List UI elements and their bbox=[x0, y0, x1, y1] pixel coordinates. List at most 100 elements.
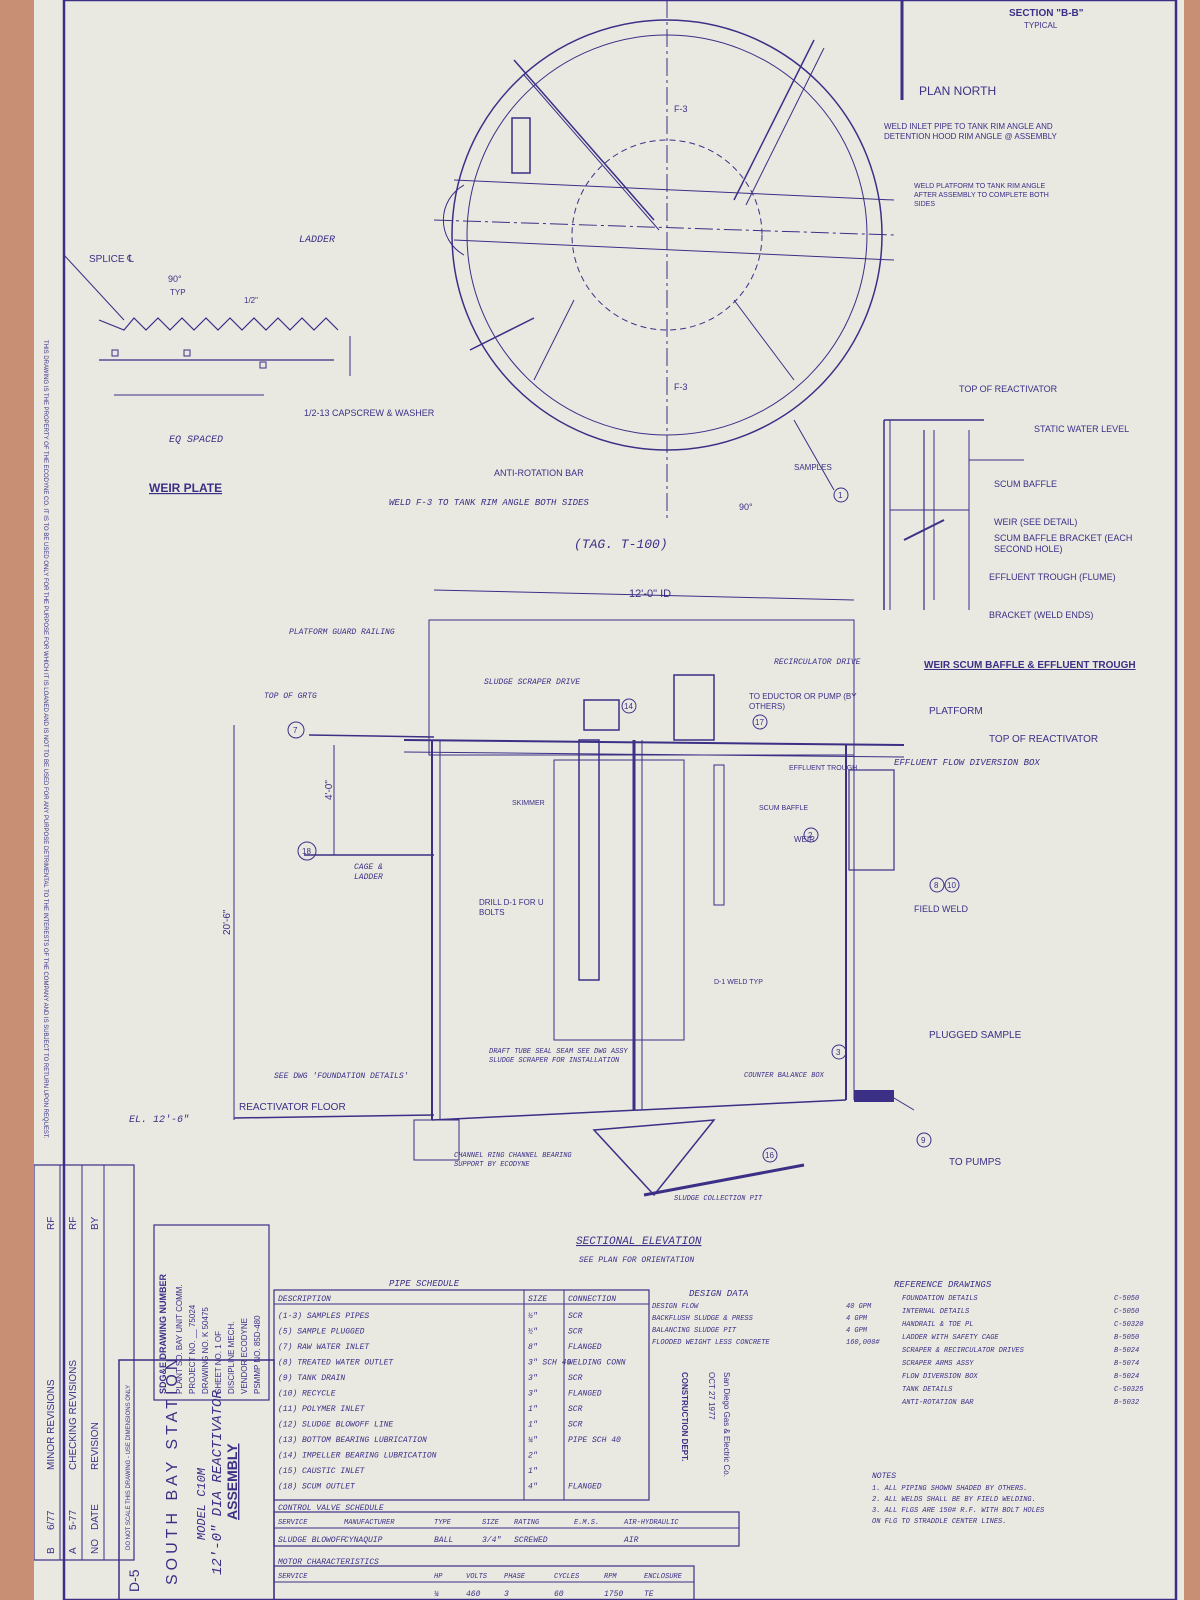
section-title: SECTION "B-B" bbox=[1009, 8, 1084, 19]
to-eductor-label: TO EDUCTOR OR PUMP (BY OTHERS) bbox=[749, 692, 857, 711]
motor-table bbox=[273, 1565, 695, 1600]
motor-header: RPM bbox=[604, 1573, 617, 1581]
design-row-label: FLOODED WEIGHT LESS CONCRETE bbox=[652, 1339, 770, 1347]
title-block: ASSEMBLY 12'-0" DIA REACTIVATOR MODEL C1… bbox=[118, 1355, 275, 1600]
drill-label: DRILL D-1 FOR U BOLTS bbox=[479, 898, 544, 917]
revision-by: BY bbox=[90, 1216, 101, 1230]
pipe-row-size: ½" bbox=[528, 1312, 538, 1321]
note-line: ON FLG TO STRADDLE CENTER LINES. bbox=[872, 1518, 1006, 1526]
drawing-number: D-5 bbox=[126, 1569, 142, 1592]
reference-row-name: TANK DETAILS bbox=[902, 1386, 953, 1394]
valve-header: TYPE bbox=[434, 1519, 452, 1527]
pipe-row-size: 1" bbox=[528, 1467, 538, 1476]
detail-label-5: SCUM BAFFLE BRACKET (EACH SECOND HOLE) bbox=[994, 533, 1133, 554]
title-line-3: MODEL C10M bbox=[195, 1467, 209, 1540]
pipe-header-size: SIZE bbox=[528, 1295, 547, 1304]
sdge-box: SDG&E DRAWING NUMBER PLANT SO. BAY UNIT … bbox=[153, 1224, 270, 1401]
notes-title: NOTES bbox=[872, 1472, 896, 1481]
motor-header: PHASE bbox=[504, 1573, 526, 1581]
counter-balance-box: COUNTER BALANCE BOX bbox=[744, 1072, 824, 1080]
sectional-elevation bbox=[233, 589, 915, 1197]
capscrew-label: 1/2-13 CAPSCREW & WASHER bbox=[304, 408, 435, 418]
detail-label-7: BRACKET (WELD ENDS) bbox=[989, 610, 1093, 620]
to-eductor-box: TO EDUCTOR OR PUMP (BY OTHERS) bbox=[749, 692, 857, 711]
pipe-row-conn: SCR bbox=[568, 1405, 583, 1414]
valve-title: CONTROL VALVE SCHEDULE bbox=[278, 1504, 384, 1513]
dim-20ft: 20'-6" bbox=[222, 909, 233, 935]
weir-plate-title: WEIR PLATE bbox=[149, 481, 222, 495]
callout-3: 3 bbox=[836, 1048, 841, 1057]
design-row-value: 4 GPM bbox=[846, 1327, 868, 1335]
detail-label-2: STATIC WATER LEVEL bbox=[1034, 424, 1129, 434]
valve-cell: AIR bbox=[623, 1536, 639, 1545]
channel-ring-label: CHANNEL RING CHANNEL BEARING SUPPORT BY … bbox=[454, 1152, 572, 1169]
valve-header: SERVICE bbox=[278, 1519, 308, 1527]
weir-label: WEIR bbox=[794, 835, 815, 844]
note-line: 2. ALL WELDS SHALL BE BY FIELD WELDING. bbox=[872, 1496, 1036, 1504]
well-inlet-note-box: WELD INLET PIPE TO TANK RIM ANGLE AND DE… bbox=[884, 122, 1057, 141]
weir-plate-detail bbox=[63, 254, 351, 396]
callout-8: 8 bbox=[934, 881, 939, 890]
reference-row-name: SCRAPER ARMS ASSY bbox=[902, 1360, 974, 1368]
motor-cell: 460 bbox=[466, 1590, 481, 1599]
revision-date: 6/77 bbox=[46, 1510, 57, 1530]
tag-label: (TAG. T-100) bbox=[574, 537, 668, 552]
valve-header: MANUFACTURER bbox=[344, 1519, 395, 1527]
valve-cell: SCREWED bbox=[514, 1536, 548, 1545]
reference-row-name: SCRAPER & RECIRCULATOR DRIVES bbox=[902, 1347, 1025, 1355]
cage-ladder-label: CAGE & LADDER bbox=[354, 863, 383, 882]
skimmer-label: SKIMMER bbox=[512, 800, 545, 807]
reference-row-name: ANTI-ROTATION BAR bbox=[901, 1399, 974, 1407]
pipe-row-size: 2" bbox=[528, 1452, 538, 1461]
reference-row-number: B-5074 bbox=[1114, 1360, 1139, 1368]
notes-lines: 1. ALL PIPING SHOWN SHADED BY OTHERS.2. … bbox=[872, 1485, 1045, 1526]
valve-header: SIZE bbox=[482, 1519, 500, 1527]
drawing-sheet: THIS DRAWING IS THE PROPERTY OF THE ECOD… bbox=[34, 0, 1184, 1600]
property-note: THIS DRAWING IS THE PROPERTY OF THE ECOD… bbox=[42, 340, 48, 1139]
pipe-row-desc: (12) SLUDGE BLOWOFF LINE bbox=[278, 1421, 393, 1430]
pipe-row-size: ½" bbox=[528, 1328, 538, 1337]
pipe-row-desc: (5) SAMPLE PLUGGED bbox=[278, 1328, 365, 1337]
counter-balance-label: COUNTER BALANCE BOX bbox=[744, 1072, 824, 1080]
sdge-title: SDG&E DRAWING NUMBER bbox=[158, 1273, 168, 1394]
callout-14: 14 bbox=[624, 702, 633, 711]
detail-label-4: WEIR (SEE DETAIL) bbox=[994, 517, 1077, 527]
weld-f3-label: WELD F-3 TO TANK RIM ANGLE BOTH SIDES bbox=[389, 498, 589, 508]
valve-header: AIR-HYDRAULIC bbox=[623, 1519, 679, 1527]
scum-baffle-label: SCUM BAFFLE bbox=[759, 805, 808, 812]
weld-platform-note-box: WELD PLATFORM TO TANK RIM ANGLE AFTER AS… bbox=[914, 183, 1049, 208]
callout-10: 10 bbox=[947, 881, 956, 890]
top-grtg-label: TOP OF GRTG bbox=[264, 692, 317, 701]
sdge-line: SHEET NO. 1 OF bbox=[214, 1331, 223, 1394]
top-reactivator-label: TOP OF REACTIVATOR bbox=[989, 734, 1098, 745]
sdge-line: VENDOR ECODYNE bbox=[240, 1318, 249, 1394]
field-weld-label: FIELD WELD bbox=[914, 904, 969, 914]
recirculator-drive-label: RECIRCULATOR DRIVE bbox=[774, 658, 861, 667]
reference-row-number: C-5050 bbox=[1114, 1308, 1139, 1316]
splice-label: SPLICE ℄ bbox=[89, 254, 134, 265]
motor-cell: ¼ bbox=[434, 1590, 439, 1599]
d1-label: D-1 WELD TYP bbox=[714, 979, 763, 986]
pipe-row-conn: WELDING CONN bbox=[568, 1359, 626, 1368]
well-inlet-note: WELD INLET PIPE TO TANK RIM ANGLE AND DE… bbox=[884, 122, 1057, 141]
valve-cell: 3/4" bbox=[482, 1536, 501, 1545]
pipe-row-size: ¼" bbox=[528, 1436, 538, 1445]
sectional-elevation-title: SECTIONAL ELEVATION bbox=[576, 1236, 702, 1248]
draft-tube-label: DRAFT TUBE SEAL SEAM SEE DWG ASSY SLUDGE… bbox=[489, 1048, 628, 1065]
trough-detail bbox=[883, 419, 1024, 610]
design-row-value: 160,000# bbox=[846, 1339, 880, 1347]
elevation-mark: EL. 12'-6" bbox=[129, 1114, 189, 1126]
draft-tube-box: DRAFT TUBE SEAL SEAM SEE DWG ASSY SLUDGE… bbox=[489, 1048, 628, 1065]
title-line-4: SOUTH BAY STATION bbox=[164, 1355, 181, 1585]
blueprint-drawing: THIS DRAWING IS THE PROPERTY OF THE ECOD… bbox=[34, 0, 1178, 1600]
cage-ladder-box: CAGE & LADDER bbox=[354, 863, 383, 882]
reference-row-number: B-5024 bbox=[1114, 1347, 1139, 1355]
pipe-row-desc: (13) BOTTOM BEARING LUBRICATION bbox=[278, 1436, 427, 1445]
valve-cell: SLUDGE BLOWOFF bbox=[278, 1536, 345, 1545]
dim-4ft: 4'-0" bbox=[324, 780, 335, 800]
detail-title-box: WEIR SCUM BAFFLE & EFFLUENT TROUGH bbox=[924, 660, 1136, 671]
pipe-row-conn: FLANGED bbox=[568, 1343, 602, 1352]
pipe-row-desc: (14) IMPELLER BEARING LUBRICATION bbox=[278, 1452, 437, 1461]
title-line-1: ASSEMBLY bbox=[224, 1443, 240, 1520]
